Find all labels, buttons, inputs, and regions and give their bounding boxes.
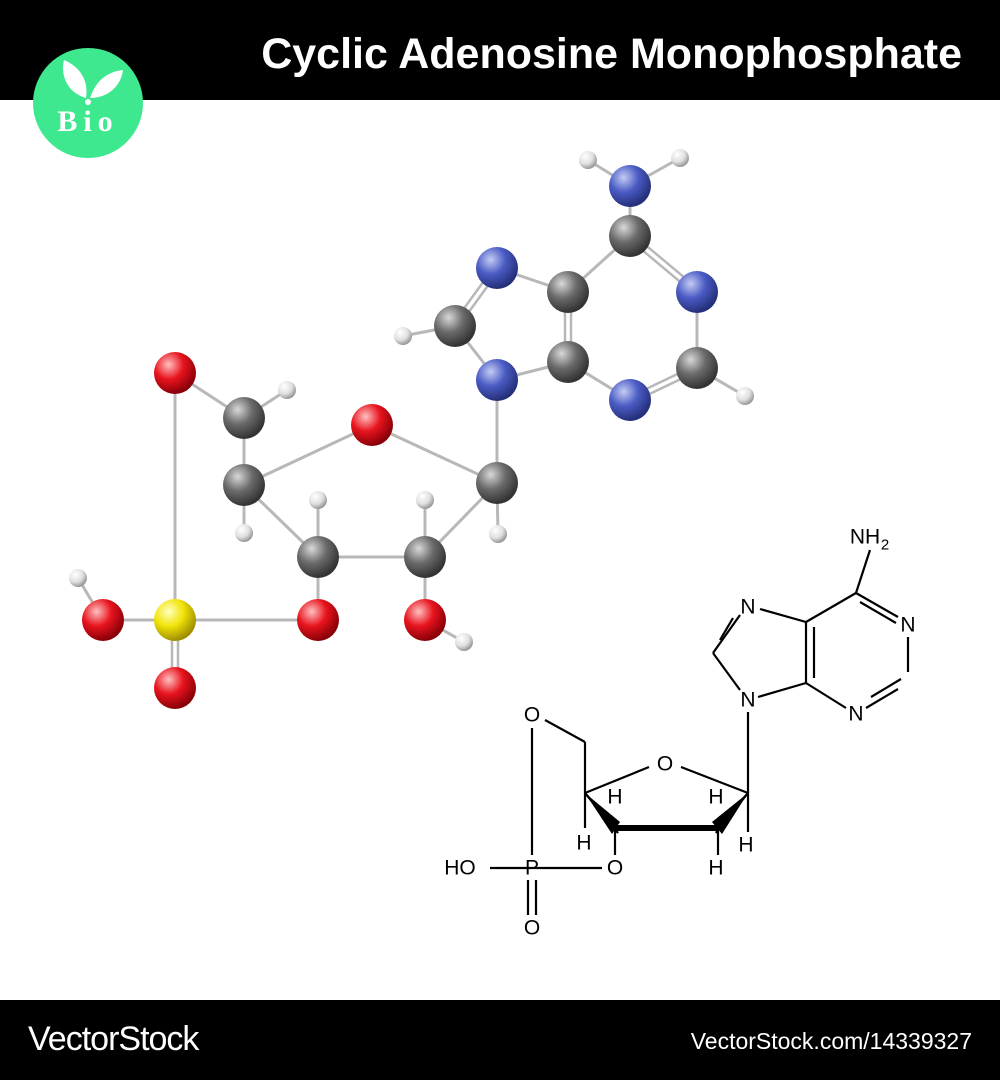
structural-bond [855,592,899,618]
hydrogen-atom [416,491,434,509]
hydrogen-atom [278,381,296,399]
structural-bond [680,765,749,795]
atom-label-h-c1-down: H [738,834,753,857]
structural-bond [712,652,741,691]
atom-label-o-ring: O [657,753,673,776]
structural-bond [859,601,897,624]
hydrogen-atom [309,491,327,509]
nitrogen-atom [609,165,651,207]
phosphorus-atom [154,599,196,641]
footer-bar: VectorStock VectorStock.com/14339327 [0,1000,1000,1080]
nitrogen-atom [609,379,651,421]
hydrogen-atom [235,524,253,542]
wedge-bond [585,793,620,834]
carbon-atom [547,341,589,383]
carbon-atom [223,464,265,506]
oxygen-atom [82,599,124,641]
page-title: Cyclic Adenosine Monophosphate [261,30,962,78]
carbon-atom [404,536,446,578]
title-bar: Cyclic Adenosine Monophosphate [0,0,1000,100]
carbon-atom [297,536,339,578]
oxygen-atom [154,667,196,709]
atom-label-nh2: NH [850,526,880,549]
structural-bond [759,607,807,624]
carbon-atom [476,462,518,504]
carbon-atom [676,347,718,389]
atom-label-h-c4: H [607,786,622,809]
structural-bond [757,681,807,699]
bond [243,423,373,487]
atom-label-h-c4-down: H [576,832,591,855]
nitrogen-atom [476,359,518,401]
atom-label-h-c1: H [708,786,723,809]
oxygen-atom [297,599,339,641]
carbon-atom [547,271,589,313]
structural-bond [854,549,872,594]
nitrogen-atom [476,247,518,289]
structural-bond [870,678,902,698]
atom-label-p: P [525,857,539,880]
hydrogen-atom [69,569,87,587]
hydrogen-atom [671,149,689,167]
atom-label-n1: N [900,614,915,637]
atom-label-o-double: O [524,917,540,940]
atom-label-h-c2: H [708,857,723,880]
oxygen-atom [154,352,196,394]
structural-bond [584,765,650,795]
wedge-bond [712,793,748,834]
atom-label-nh2-subscript: 2 [881,537,889,554]
hydrogen-atom [489,525,507,543]
carbon-atom [609,215,651,257]
image-id: VectorStock.com/14339327 [690,1028,972,1054]
brand-name: VectorStock [28,1020,199,1058]
oxygen-atom [404,599,446,641]
logo-text: Bio [57,105,119,138]
structural-bond [805,682,847,709]
bio-logo: Bio [33,48,143,158]
leaf-icon [62,60,123,105]
hydrogen-atom [579,151,597,169]
structural-bond [719,617,734,641]
atom-label-n9: N [740,689,755,712]
atom-label-o3: O [607,857,623,880]
atom-label-ho: HO [444,857,476,880]
structural-bond [805,592,857,623]
nitrogen-atom [676,271,718,313]
atom-label-n7: N [740,596,755,619]
structural-bond [712,614,741,654]
oxygen-atom [351,404,393,446]
hydrogen-atom [736,387,754,405]
hydrogen-atom [394,327,412,345]
hydrogen-atom [455,633,473,651]
atom-label-n3: N [848,703,863,726]
carbon-atom [434,305,476,347]
structural-bond [544,719,586,743]
structural-bond [865,688,899,709]
atom-label-o5: O [524,704,540,727]
bond [371,423,498,485]
carbon-atom [223,397,265,439]
